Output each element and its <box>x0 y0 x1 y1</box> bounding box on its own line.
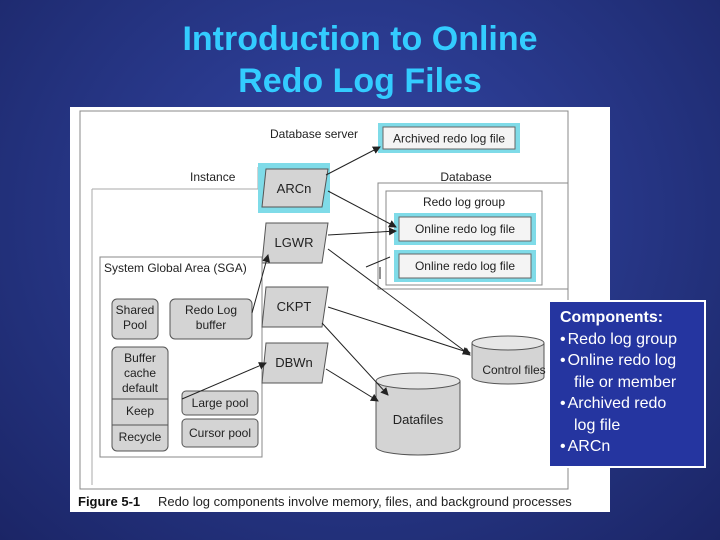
buffer-cache-label-1: Buffer <box>124 351 156 365</box>
component-item-text: Archived redo <box>567 395 667 412</box>
component-item-continuation: log file <box>574 416 621 434</box>
arrow-lgwr-to-online-log <box>327 227 397 236</box>
arrow-ckpt-to-datafiles <box>321 322 389 396</box>
online-redo-log-file-2-label: Online redo log file <box>415 259 515 273</box>
components-heading: Components: <box>560 309 664 326</box>
shared-pool-label-1: Shared <box>116 303 155 317</box>
connector-arrows <box>181 146 471 402</box>
component-item-text: Redo log group <box>567 330 678 348</box>
lgwr-label: LGWR <box>275 235 314 250</box>
arrow-arcn-to-archived <box>325 146 381 176</box>
figure-caption-text: Redo log components involve memory, file… <box>158 494 572 509</box>
redo-log-buffer-box <box>169 298 253 340</box>
component-item-arcn: •ARCn <box>560 436 704 458</box>
figure-caption-label: Figure 5-1 <box>78 494 140 509</box>
figure-5-1-diagram: Database server Archived redo log file I… <box>70 107 610 512</box>
caption-bg <box>70 490 610 512</box>
shared-pool-box <box>111 298 159 340</box>
large-pool-box <box>181 390 259 416</box>
arrow-arcn-to-online-log <box>327 190 397 228</box>
redo-log-buffer-label-2: buffer <box>196 318 226 332</box>
database-container <box>377 182 569 290</box>
redo-log-buffer-label-1: Redo Log <box>185 303 237 317</box>
archived-redo-log-file-box <box>382 126 516 150</box>
cursor-pool-box <box>181 418 259 448</box>
large-pool-label: Large pool <box>192 396 249 410</box>
bullet-glyph: • <box>560 438 566 455</box>
control-files-cylinder <box>471 335 545 385</box>
component-item-text: ARCn <box>567 438 611 455</box>
online-redo-log-file-1-label: Online redo log file <box>415 222 515 236</box>
keep-label: Keep <box>126 404 154 418</box>
instance-label: Instance <box>190 170 236 184</box>
sga-label: System Global Area (SGA) <box>104 261 247 275</box>
buffer-cache-label-3: default <box>122 381 159 395</box>
datafiles-label: Datafiles <box>393 412 444 427</box>
component-item-online-redo-log: •Online redo log <box>560 350 704 372</box>
arrow-log-buffer-to-lgwr <box>251 254 270 314</box>
bullet-glyph: • <box>560 395 566 412</box>
redo-log-diagram: Database server Archived redo log file I… <box>70 110 610 512</box>
dbwn-process-shape <box>261 342 329 384</box>
connector-log-file-2 <box>365 256 391 268</box>
slide-title: Introduction to Online Redo Log Files <box>0 18 720 102</box>
slide-title-line-1: Introduction to Online <box>182 20 538 58</box>
arrow-ckpt-to-control-files <box>327 306 471 355</box>
database-server-label: Database server <box>270 127 358 141</box>
component-item-continuation: file or member <box>574 373 677 391</box>
bullet-glyph: • <box>560 330 566 348</box>
database-label: Database <box>440 170 492 184</box>
arcn-label: ARCn <box>277 181 312 196</box>
arcn-process-shape <box>261 168 329 208</box>
dbwn-label: DBWn <box>275 355 313 370</box>
shared-pool-label-2: Pool <box>123 318 147 332</box>
slide-title-line-2: Redo Log Files <box>238 62 482 100</box>
sga-label-bg <box>102 260 252 275</box>
arrow-buffer-cache-to-dbwn <box>181 362 267 400</box>
arrow-dbwn-to-datafiles <box>325 368 379 402</box>
online-redo-log-file-1-box <box>398 216 532 242</box>
buffer-cache-label-2: cache <box>124 366 156 380</box>
sga-box <box>99 256 263 458</box>
online-redo-log-file-2-box <box>398 253 532 279</box>
component-item-archived-redo: •Archived redo <box>560 393 704 415</box>
arrow-lgwr-to-control-files <box>327 248 471 356</box>
bullet-glyph: • <box>560 352 566 369</box>
control-files-label: Control files <box>482 363 545 377</box>
redo-log-group-box <box>385 190 543 286</box>
lgwr-process-shape <box>261 222 329 264</box>
datafiles-cylinder <box>375 372 461 456</box>
redo-log-group-label: Redo log group <box>423 195 505 209</box>
ckpt-process-shape <box>261 286 329 328</box>
component-item-text: Online redo log <box>567 352 677 369</box>
recycle-label: Recycle <box>119 430 162 444</box>
ckpt-label: CKPT <box>277 299 312 314</box>
components-callout: Components: •Redo log group •Online redo… <box>548 300 706 468</box>
component-item-redo-log-group: •Redo log group <box>560 329 704 351</box>
archived-redo-log-file-label: Archived redo log file <box>393 132 505 146</box>
cursor-pool-label: Cursor pool <box>189 426 251 440</box>
